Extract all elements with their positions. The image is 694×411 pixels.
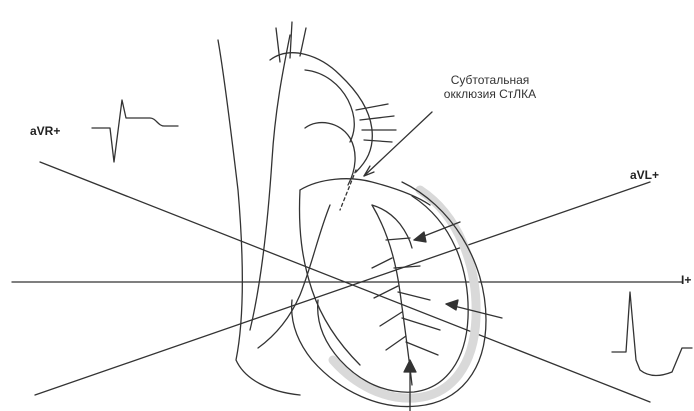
arrow-lateral-upper-head: [414, 232, 426, 242]
circumflex-artery: [372, 205, 412, 248]
arrow-inferior-head: [404, 360, 416, 372]
lead-label-avl: aVL+: [630, 168, 659, 182]
left-atrium-outline: [300, 179, 430, 205]
occlusion-annotation: Субтотальная окклюзия СтЛКА: [420, 73, 560, 101]
right-atrium-outline: [250, 35, 290, 330]
superior-vena-cava: [218, 40, 300, 395]
lead-label-avr: aVR+: [30, 124, 60, 138]
diagonal-branches: [386, 238, 440, 355]
aortic-branch-1: [276, 22, 306, 62]
ecg-trace-avr: [92, 100, 178, 162]
occlusion-annotation-line1: Субтотальная: [420, 73, 560, 87]
aorta-outer: [270, 53, 372, 172]
annotation-leader: [364, 112, 432, 176]
arrow-lateral-lower-head: [446, 300, 458, 310]
right-ventricle-outline: [300, 190, 361, 365]
aorta-inner: [305, 70, 354, 142]
pulmonary-trunk: [305, 123, 355, 185]
lead-label-i: I+: [681, 273, 691, 287]
pulmonary-branches: [356, 104, 396, 142]
occlusion-marker: [340, 170, 356, 210]
ecg-trace-i: [612, 292, 692, 376]
occlusion-annotation-line2: окклюзия СтЛКА: [420, 87, 560, 101]
